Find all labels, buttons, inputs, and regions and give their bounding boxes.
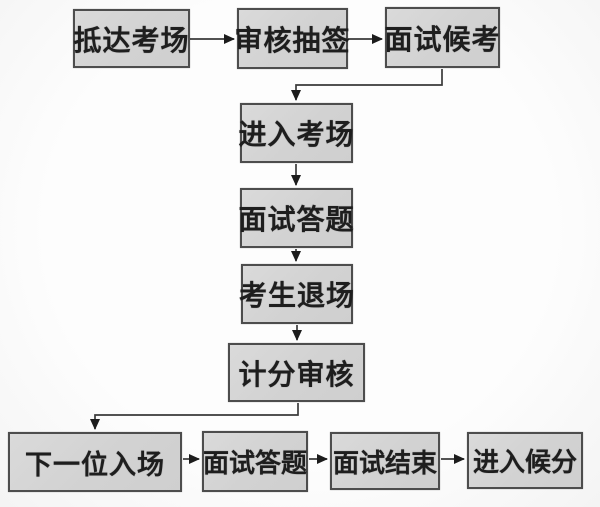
node-enter-exam-room: 进入考场 bbox=[239, 103, 354, 163]
node-review-draw-lots: 审核抽签 bbox=[235, 8, 350, 69]
node-candidate-exit: 考生退场 bbox=[239, 264, 354, 324]
node-score-review: 计分审核 bbox=[228, 343, 365, 402]
node-await-score: 进入候分 bbox=[467, 432, 583, 489]
edge-interview-wait-to-enter-room bbox=[291, 69, 443, 101]
node-next-candidate-enter: 下一位入场 bbox=[8, 432, 182, 492]
node-arrive-venue: 抵达考场 bbox=[73, 9, 190, 68]
edge-score-review-to-next-enter bbox=[90, 403, 299, 430]
node-interview-answering-2: 面试答题 bbox=[202, 431, 308, 492]
node-interview-waiting: 面试候考 bbox=[385, 7, 500, 68]
node-interview-answering: 面试答题 bbox=[239, 188, 354, 248]
node-interview-end: 面试结束 bbox=[330, 432, 440, 490]
